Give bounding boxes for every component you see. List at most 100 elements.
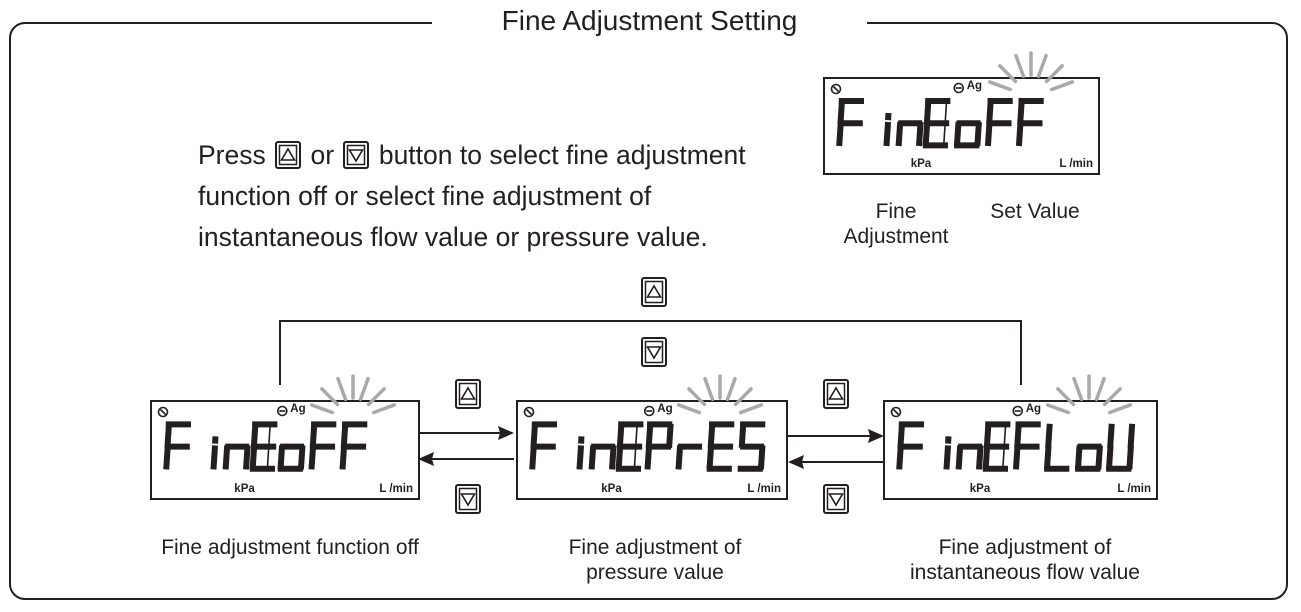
up-arrow-icon [641, 277, 667, 307]
segment [1105, 445, 1114, 470]
segment [249, 445, 258, 470]
loop-up-button[interactable] [641, 277, 667, 312]
flash-rays-icon [676, 374, 764, 415]
kpa-unit-label: kPa [969, 483, 991, 495]
flow-unit-label: L /min [379, 483, 413, 495]
up-arrow-icon [455, 379, 481, 409]
step2-up-button[interactable] [823, 379, 849, 414]
lcd-segments [523, 405, 766, 472]
segment [1012, 445, 1021, 470]
segment [243, 445, 251, 470]
segment [645, 423, 654, 448]
loop-down-button[interactable] [641, 337, 667, 372]
segment [896, 445, 904, 470]
lcd-display-flow: Ag kPa L /min [883, 400, 1158, 500]
legend-set-value: Set Value [990, 200, 1080, 223]
segment [309, 423, 318, 448]
segment [609, 445, 617, 470]
segment [1017, 100, 1025, 125]
flash-rays-icon [987, 51, 1074, 92]
segment [1126, 445, 1134, 470]
segment [984, 121, 993, 147]
down-arrow-icon [641, 337, 667, 367]
segment [922, 121, 931, 147]
caption-flow-2: instantaneous flow value [910, 561, 1140, 584]
segment [982, 445, 991, 470]
segment [1095, 445, 1103, 470]
equal-circle-icon [277, 405, 288, 417]
step1-down-button[interactable] [455, 484, 481, 519]
kpa-unit-label: kPa [910, 158, 932, 170]
flow-unit-label: L /min [1117, 483, 1151, 495]
segment [576, 445, 585, 470]
flash-rays-icon [309, 374, 396, 415]
up-button-icon [275, 141, 302, 169]
segment [1074, 445, 1083, 470]
segment [895, 121, 904, 147]
segment [675, 445, 684, 470]
segment [529, 445, 537, 470]
segment [897, 423, 905, 448]
segment [1014, 423, 1022, 448]
caption-pressure-2: pressure value [586, 561, 724, 584]
lcd-segments [890, 405, 1136, 472]
equal-circle-icon [643, 405, 655, 417]
legend-fine: Fine [875, 200, 917, 223]
segment [164, 423, 172, 448]
segment [986, 100, 994, 125]
sensor-symbol-icon [890, 406, 902, 418]
ag-label: Ag [290, 403, 306, 415]
segment [339, 445, 348, 470]
equal-circle-icon [953, 82, 965, 94]
segment [706, 445, 715, 470]
ag-label: Ag [657, 403, 673, 415]
segment [836, 121, 844, 147]
equal-circle-icon [1012, 405, 1024, 417]
segment [738, 423, 747, 448]
segment [1107, 423, 1115, 448]
ag-label: Ag [1025, 403, 1042, 415]
segment [916, 121, 924, 147]
segment [222, 445, 231, 470]
step1-up-button[interactable] [455, 379, 481, 414]
segment [250, 423, 259, 448]
down-arrow-icon [455, 484, 481, 514]
instruction-rest: button to select fine adjustment functio… [198, 140, 746, 252]
segment [974, 121, 982, 147]
legend-adjustment: Adjustment [843, 225, 949, 248]
flash-rays-icon [1046, 374, 1133, 415]
segment [1045, 423, 1053, 448]
segment [340, 423, 349, 448]
instruction-press: Press [198, 140, 266, 170]
sensor-symbol-icon [523, 406, 535, 418]
sensor-symbol-icon [830, 83, 842, 95]
segment [757, 445, 766, 470]
segment [308, 445, 317, 470]
segment [953, 121, 962, 147]
kpa-unit-label: kPa [601, 483, 622, 495]
instruction-or: or [310, 140, 335, 170]
flow-unit-label: L /min [1059, 158, 1093, 170]
segment [530, 423, 538, 448]
segment [883, 121, 892, 147]
segment [1043, 445, 1052, 470]
segment [943, 445, 952, 470]
segment [983, 423, 992, 448]
step2-down-button[interactable] [823, 484, 849, 519]
segment [1127, 423, 1136, 448]
sensor-symbol-icon [157, 406, 169, 418]
up-arrow-icon [823, 379, 849, 409]
segment [666, 423, 674, 448]
segment [163, 445, 171, 470]
segment [707, 423, 716, 448]
segment [277, 445, 286, 470]
segment [210, 445, 219, 470]
down-button-icon [343, 141, 370, 169]
caption-off: Fine adjustment function off [161, 536, 419, 559]
instruction-text: Press or button to select fine adjustmen… [198, 135, 768, 258]
down-arrow-icon [823, 484, 849, 514]
segment [297, 445, 306, 470]
